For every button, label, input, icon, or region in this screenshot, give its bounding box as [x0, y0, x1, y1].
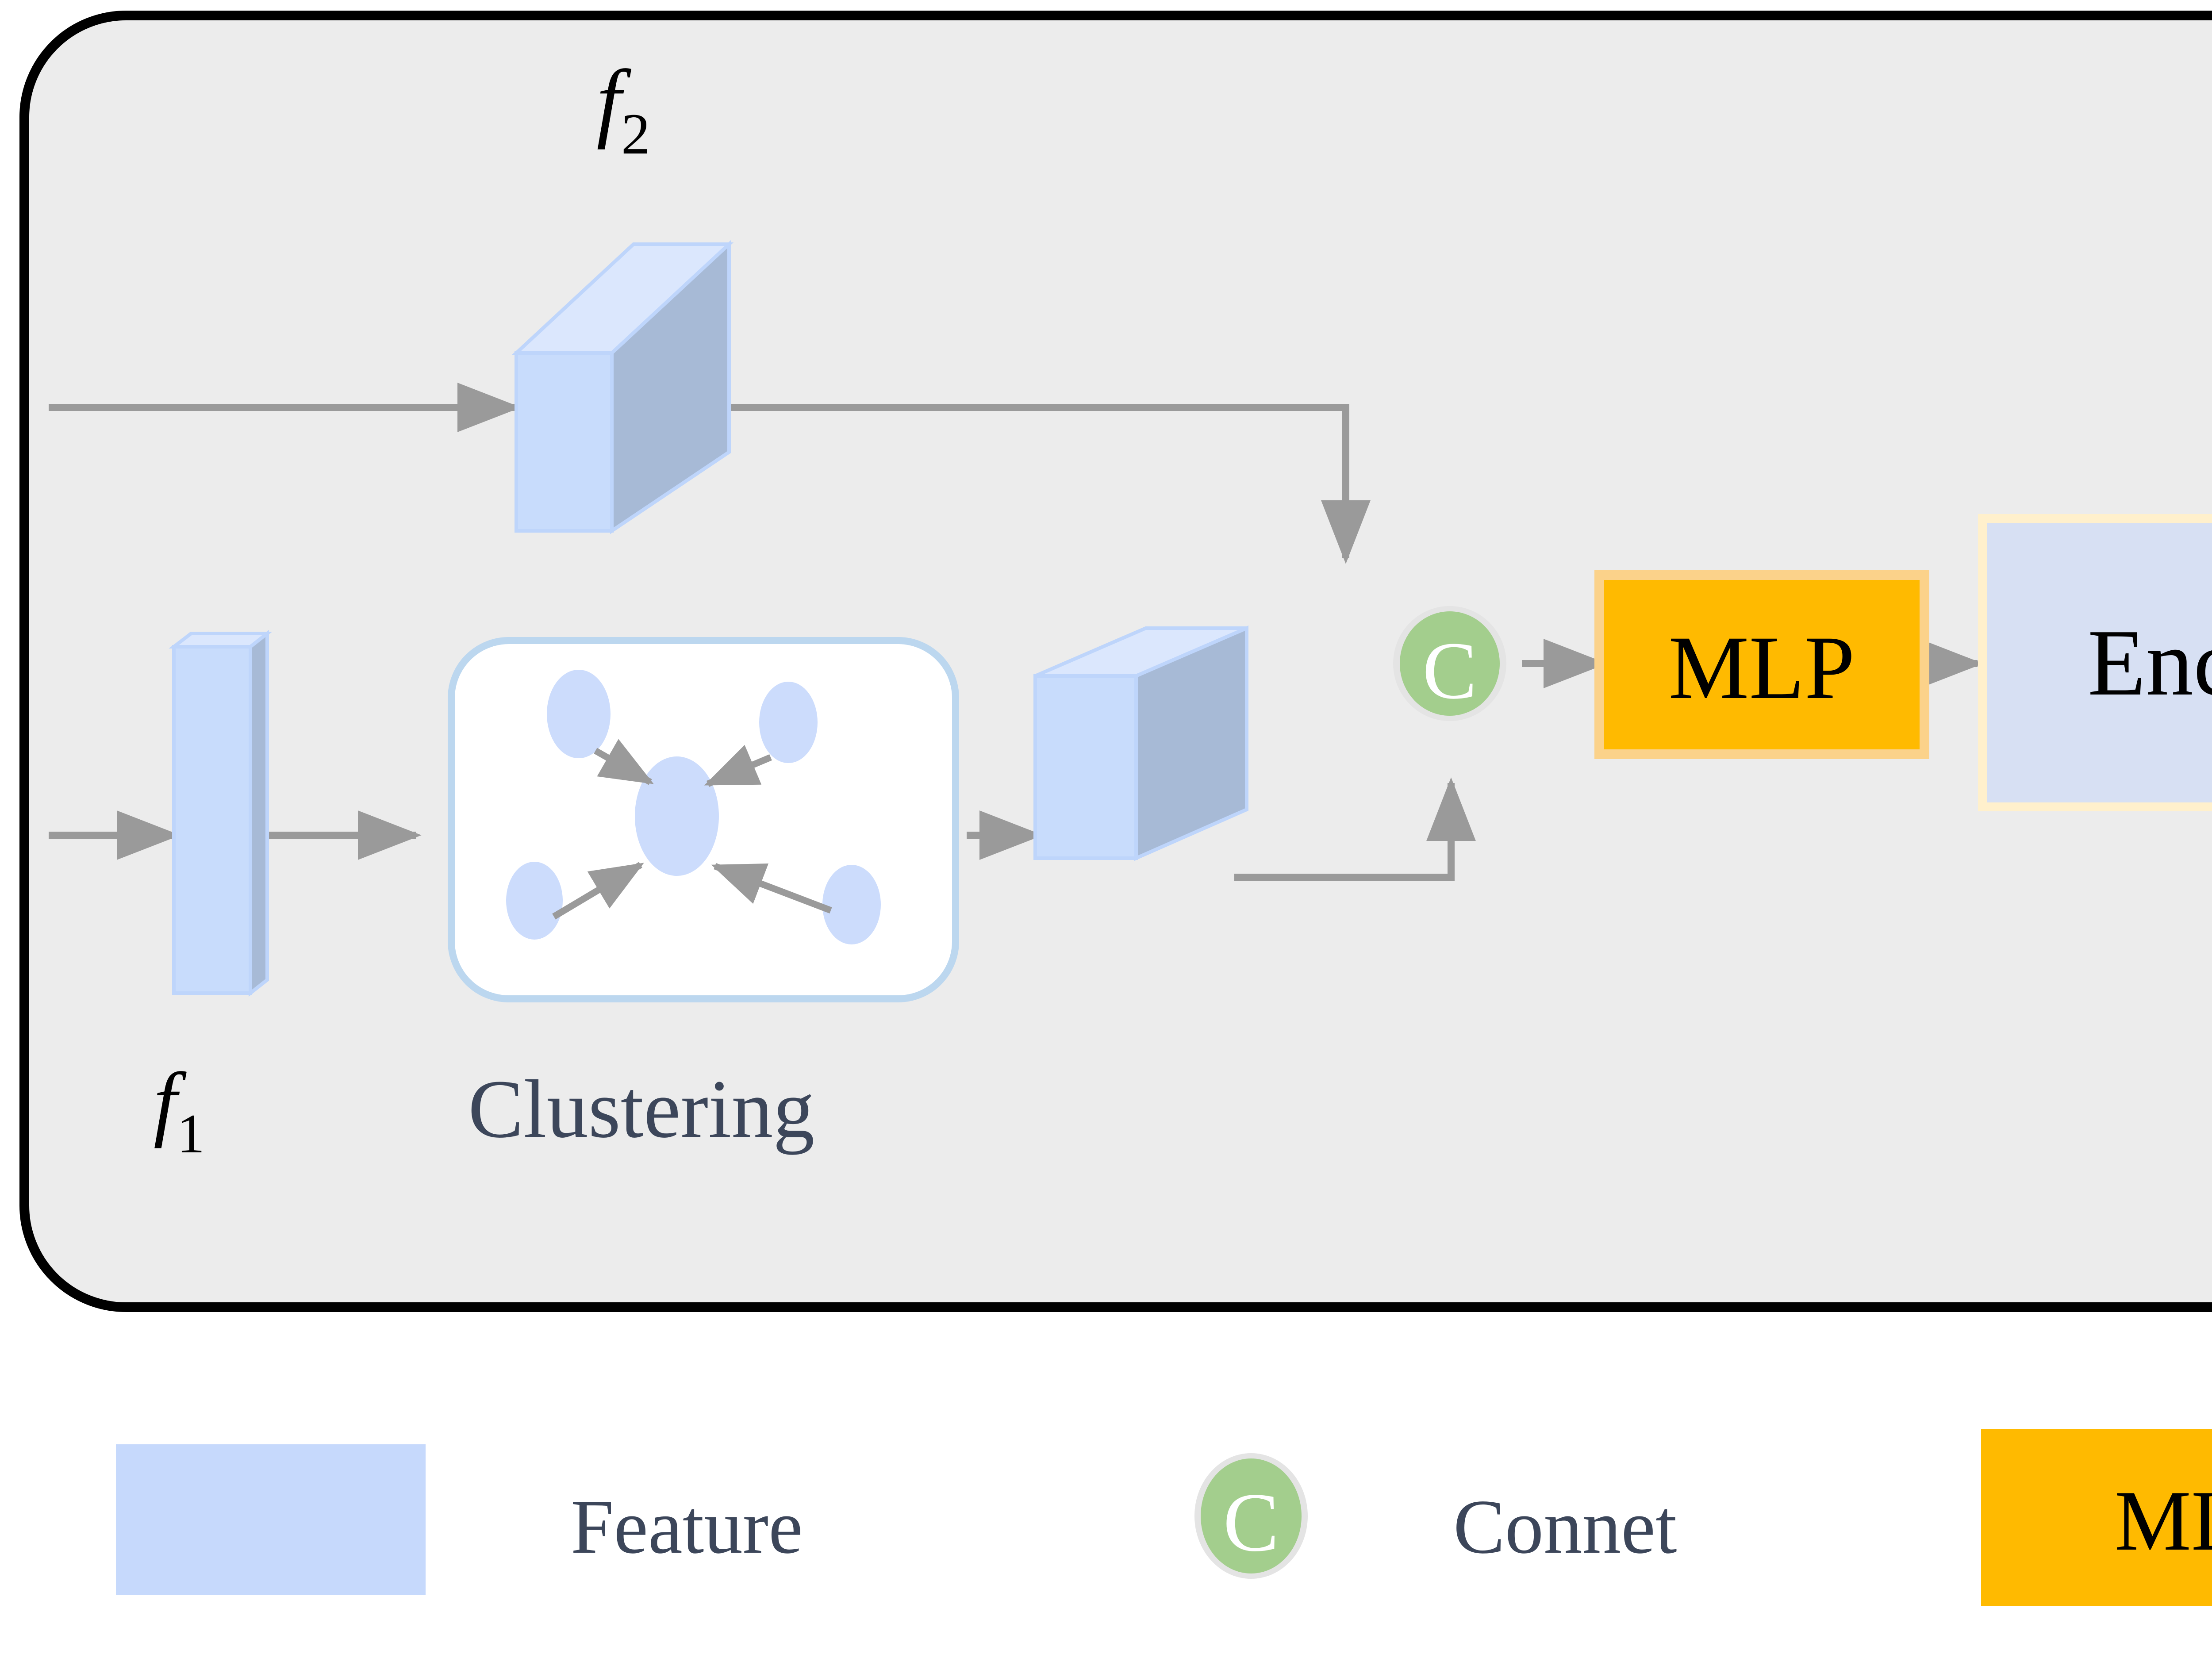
feature-block-pooled — [1033, 625, 1248, 861]
mlp-box-label: MLP — [1668, 618, 1855, 718]
legend-item-feature: Feature — [116, 1444, 803, 1595]
legend-item-connect: C Connet — [1194, 1453, 1677, 1579]
feature-swatch-icon — [116, 1444, 426, 1595]
cluster-node-center — [635, 756, 719, 876]
cluster-node-top-right — [759, 682, 818, 763]
connect-circle[interactable]: C — [1393, 606, 1506, 721]
encoding-box[interactable]: Encoding — [1978, 514, 2212, 811]
legend-connect-icon-label: C — [1223, 1476, 1279, 1569]
encoding-box-label: Encoding — [2088, 610, 2212, 715]
label-f2-subscript: 2 — [621, 101, 650, 166]
arrow-f2-to-connect — [633, 404, 1371, 564]
legend-item-mlp: MLP Multi-Layer Perception — [1981, 1429, 2212, 1606]
cluster-node-top-left — [547, 670, 611, 758]
cluster-edge-top-left — [594, 739, 654, 785]
mlp-swatch-icon — [1981, 1429, 2212, 1606]
label-clustering: Clustering — [468, 1063, 814, 1155]
cluster-node-bottom-left — [506, 862, 563, 940]
legend-mlp-icon-label: MLP — [2115, 1473, 2212, 1569]
feature-block-f1 — [169, 629, 273, 997]
connect-circle-label: C — [1422, 626, 1477, 716]
feature-block-f2 — [511, 240, 734, 534]
label-f1-subscript: 1 — [177, 1103, 205, 1165]
mlp-box[interactable]: MLP — [1594, 570, 1929, 759]
legend: Feature C Connet MLP Multi-Layer Percept… — [116, 1429, 2212, 1606]
arrow-feature3-to-connect — [1234, 777, 1476, 881]
legend-label-feature: Feature — [571, 1484, 803, 1570]
cluster-edge-bottom-right — [711, 863, 832, 914]
cluster-edge-bottom-left — [552, 862, 644, 920]
cluster-edge-top-right — [704, 744, 772, 787]
clustering-panel — [448, 637, 959, 1002]
cluster-node-bottom-right — [822, 865, 881, 944]
legend-label-connect: Connet — [1453, 1484, 1677, 1570]
